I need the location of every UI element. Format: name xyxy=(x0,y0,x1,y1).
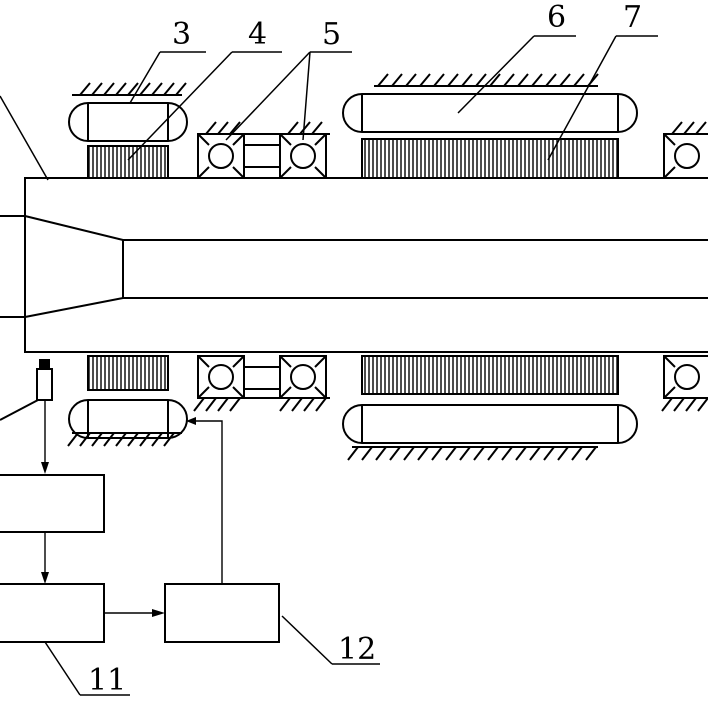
label-part-7: 7 xyxy=(623,0,642,35)
part-7-bottom-rotor-fill xyxy=(362,356,618,394)
shaft-bore xyxy=(24,215,708,318)
part-3-bottom-stator xyxy=(68,399,188,439)
part-7-top-rotor-fill xyxy=(362,139,618,178)
label-part-6: 6 xyxy=(547,0,566,35)
leader-part-6 xyxy=(457,35,535,114)
arrow-12-to-stator xyxy=(186,417,196,425)
part-3-top-stator xyxy=(68,102,188,142)
ground-left-bottom xyxy=(67,432,182,447)
12-feedback-line xyxy=(196,420,223,584)
arrow-11-to-12 xyxy=(152,609,165,617)
part-6-bottom-stator xyxy=(342,404,638,444)
part-12-block xyxy=(164,583,280,643)
ground-left-top xyxy=(72,82,187,96)
part-5-bottom-bearings xyxy=(193,355,330,412)
right-bearings xyxy=(661,121,708,412)
label-part-12: 12 xyxy=(338,632,376,667)
shaft-body xyxy=(24,177,708,353)
leader-part-11 xyxy=(44,641,81,696)
ground-motor-bottom xyxy=(347,446,598,461)
arrow-sensor-to-controller xyxy=(41,462,49,474)
displacement-sensor xyxy=(0,359,53,421)
part-5-top-bearings xyxy=(197,121,330,179)
part-6-top-stator xyxy=(342,93,638,133)
label-part-5: 5 xyxy=(322,17,341,52)
leader-shaft xyxy=(0,95,49,181)
part-7-bottom-rotor xyxy=(361,355,619,395)
controller-block xyxy=(0,474,105,533)
arrow-controller-to-11 xyxy=(41,572,49,584)
label-part-11: 11 xyxy=(88,663,126,698)
label-part-3: 3 xyxy=(172,17,191,52)
part-7-top-rotor xyxy=(361,138,619,179)
leader-part-5b xyxy=(302,51,311,141)
leader-part-4 xyxy=(127,51,233,161)
part-4-top-rotor-fill xyxy=(88,146,168,178)
ground-motor-top xyxy=(374,73,599,87)
bearing-top-spacer xyxy=(243,144,281,168)
part-4-bottom-rotor-fill xyxy=(88,356,168,390)
label-part-4: 4 xyxy=(248,17,267,52)
part-11-block xyxy=(0,583,105,643)
shaft xyxy=(0,177,708,353)
part-4-top-rotor xyxy=(87,145,169,179)
leader-part-3 xyxy=(129,51,161,104)
bearing-bottom-spacer xyxy=(243,366,281,390)
leader-part-7 xyxy=(547,35,617,161)
leader-part-12 xyxy=(281,615,333,665)
leader-part-5a xyxy=(225,51,311,141)
part-4-bottom-rotor xyxy=(87,355,169,391)
